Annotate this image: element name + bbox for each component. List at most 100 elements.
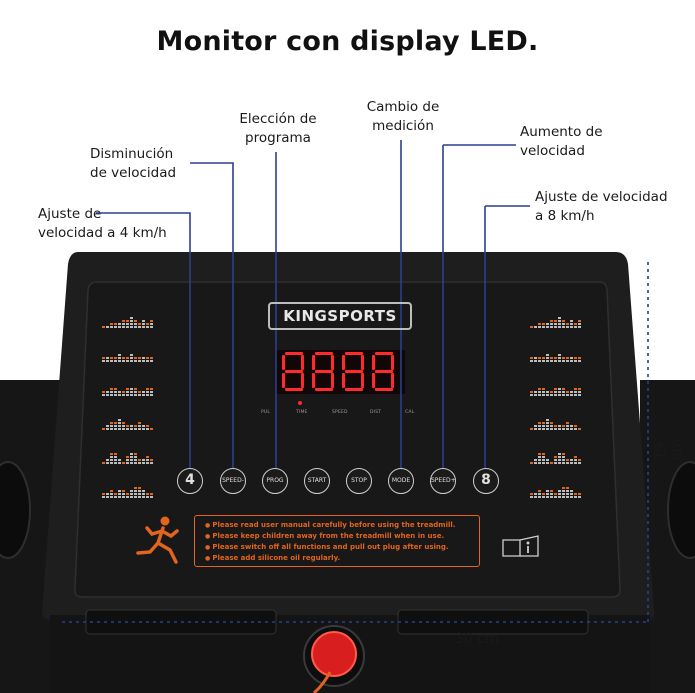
graph-dot <box>538 388 541 390</box>
graph-dot <box>122 490 125 492</box>
safety-key[interactable] <box>311 631 357 677</box>
graph-dot <box>150 496 153 498</box>
mode-button[interactable]: MODE <box>388 468 414 494</box>
graph-dot <box>542 496 545 498</box>
graph-dot <box>546 490 549 492</box>
graph-dot <box>538 493 541 495</box>
graph-dot <box>122 428 125 430</box>
graph-dot <box>554 326 557 328</box>
graph-dot <box>538 428 541 430</box>
callout-program: Elección de programa <box>230 110 326 148</box>
indicator-speed: SPEED <box>332 410 348 415</box>
graph-dot <box>574 496 577 498</box>
graph-dot <box>110 462 113 464</box>
graph-dot <box>562 459 565 461</box>
graph-dot <box>134 462 137 464</box>
graph-dot <box>538 360 541 362</box>
graph-dot <box>118 357 121 359</box>
graph-dot <box>142 394 145 396</box>
led-segment <box>312 355 315 370</box>
callout-mode: Cambio de medición <box>355 98 451 136</box>
led-segment <box>345 352 363 355</box>
graph-dot <box>138 459 141 461</box>
speed-up-button[interactable]: SPEED+ <box>430 468 456 494</box>
graph-dot <box>542 459 545 461</box>
graph-dot <box>142 326 145 328</box>
graph-dot <box>126 360 129 362</box>
graph-dot <box>570 320 573 322</box>
graph-dot <box>578 496 581 498</box>
graph-dot <box>566 360 569 362</box>
graph-dot <box>110 425 113 427</box>
graph-dot <box>538 490 541 492</box>
graph-dot <box>146 456 149 458</box>
graph-dot <box>142 490 145 492</box>
stop-button[interactable]: STOP <box>346 468 372 494</box>
led-segment <box>345 388 363 391</box>
graph-dot <box>546 323 549 325</box>
graph-dot <box>534 357 537 359</box>
graph-dot <box>558 459 561 461</box>
led-segment <box>375 370 393 373</box>
graph-dot <box>114 388 117 390</box>
graph-dot <box>118 428 121 430</box>
graph-dot <box>106 391 109 393</box>
speed-down-button[interactable]: SPEED- <box>220 468 246 494</box>
callout-mode-line2: medición <box>372 118 434 134</box>
graph-dot <box>118 425 121 427</box>
graph-dot <box>570 490 573 492</box>
speed-4-button[interactable]: 4 <box>177 468 203 494</box>
graph-dot <box>542 422 545 424</box>
graph-dot <box>118 422 121 424</box>
graph-dot <box>554 462 557 464</box>
graph-dot <box>558 453 561 455</box>
graph-dot <box>106 462 109 464</box>
led-segment <box>315 352 333 355</box>
graph-dot <box>122 391 125 393</box>
graph-dot <box>118 326 121 328</box>
graph-dot <box>118 394 121 396</box>
graph-dot <box>566 496 569 498</box>
graph-dot <box>546 493 549 495</box>
callout-speed-8: Ajuste de velocidad a 8 km/h <box>535 188 668 226</box>
graph-dot <box>134 394 137 396</box>
graph-dot <box>138 490 141 492</box>
graph-dot <box>570 496 573 498</box>
graph-dot <box>542 425 545 427</box>
graph-dot <box>534 425 537 427</box>
graph-dot <box>554 425 557 427</box>
graph-dot <box>546 422 549 424</box>
graph-dot <box>530 394 533 396</box>
graph-dot <box>574 323 577 325</box>
graph-dot <box>558 320 561 322</box>
graph-dot <box>574 456 577 458</box>
graph-dot <box>150 323 153 325</box>
graph-dot <box>546 496 549 498</box>
graph-dot <box>142 357 145 359</box>
graph-dot <box>558 388 561 390</box>
graph-dot <box>146 323 149 325</box>
program-button[interactable]: PROG <box>262 468 288 494</box>
start-button[interactable]: START <box>304 468 330 494</box>
speed-8-button[interactable]: 8 <box>473 468 499 494</box>
graph-dot <box>126 456 129 458</box>
graph-dot <box>122 326 125 328</box>
graph-dot <box>142 425 145 427</box>
graph-dot <box>534 360 537 362</box>
graph-dot <box>570 493 573 495</box>
graph-dot <box>138 425 141 427</box>
graph-dot <box>558 326 561 328</box>
graph-dot <box>110 388 113 390</box>
graph-dot <box>118 323 121 325</box>
dimension-width: 30 cm <box>455 631 499 647</box>
graph-dot <box>562 391 565 393</box>
graph-dot <box>110 360 113 362</box>
graph-dot <box>538 323 541 325</box>
graph-dot <box>150 428 153 430</box>
graph-dot <box>142 323 145 325</box>
led-segment <box>285 352 303 355</box>
graph-dot <box>134 428 137 430</box>
graph-dot <box>150 326 153 328</box>
graph-dot <box>146 360 149 362</box>
graph-dot <box>530 462 533 464</box>
